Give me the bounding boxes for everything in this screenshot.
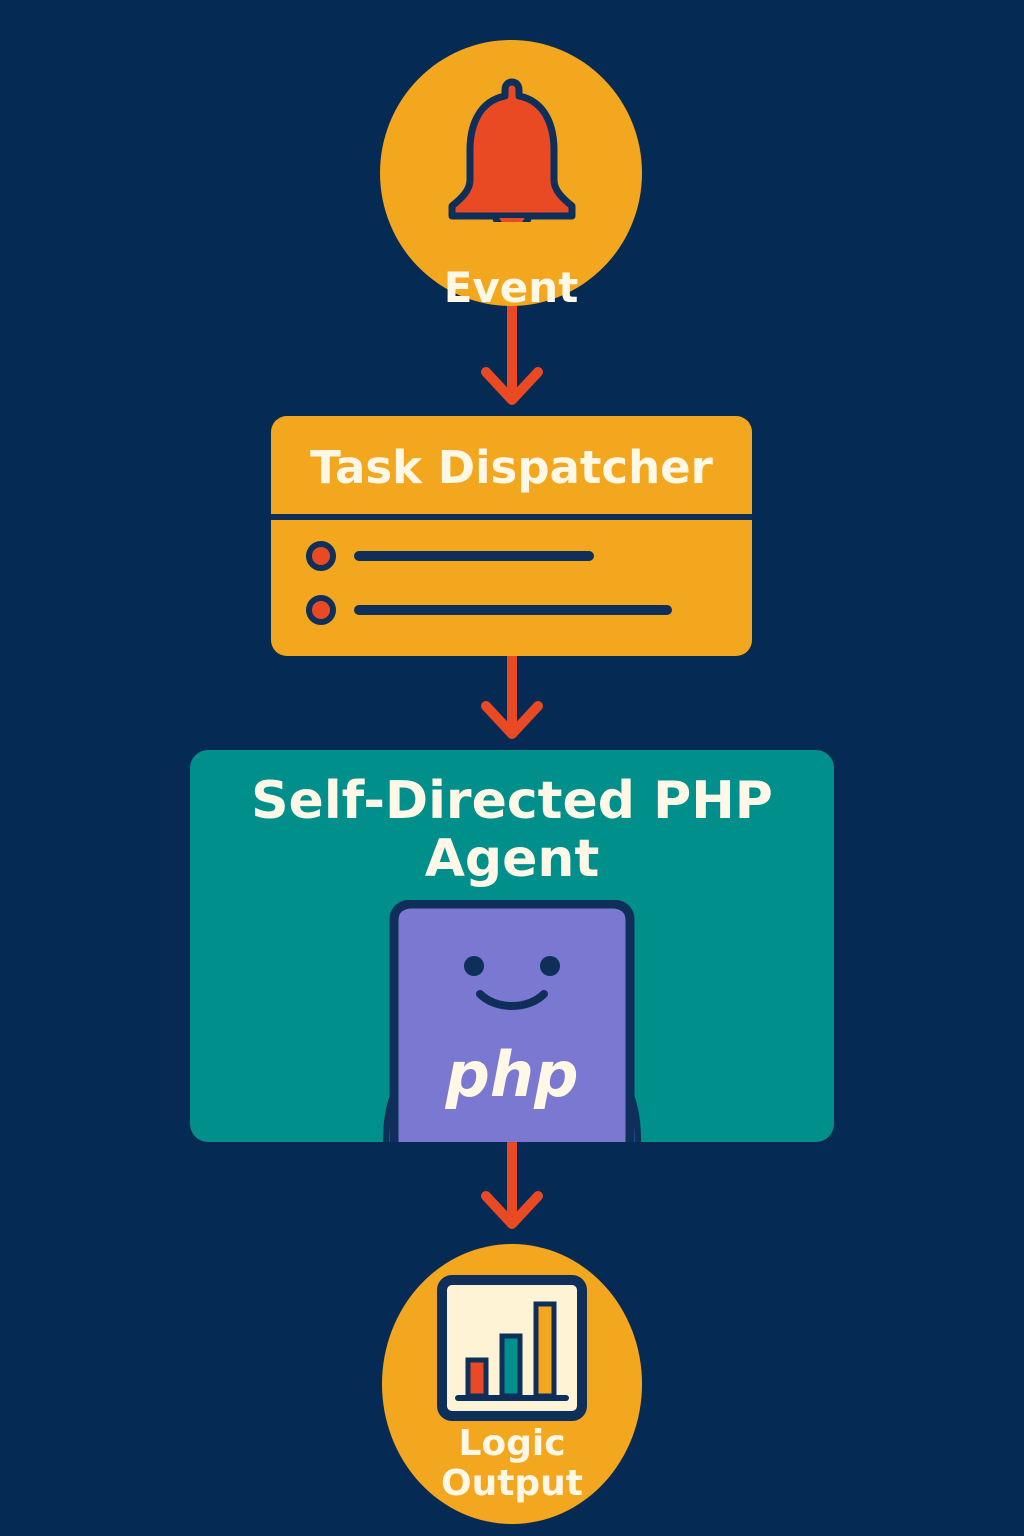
task-dispatcher-card: Task Dispatcher xyxy=(271,416,752,656)
event-node: Event xyxy=(380,40,642,312)
event-label: Event xyxy=(443,263,579,312)
bell-icon xyxy=(448,78,576,222)
bar-chart-icon xyxy=(437,1275,587,1421)
php-agent-mascot-icon: php xyxy=(383,900,641,1142)
task-dispatcher-title: Task Dispatcher xyxy=(310,441,713,494)
arrow-dispatcher-to-agent xyxy=(481,651,543,739)
logic-output-label-line2: Output xyxy=(440,1463,584,1504)
arrow-agent-to-output xyxy=(481,1137,543,1229)
php-badge: php xyxy=(445,1038,579,1111)
php-agent-title: Self-Directed PHP Agent xyxy=(190,772,834,888)
logic-output-label: Logic Output xyxy=(382,1424,642,1504)
php-agent-title-line2: Agent xyxy=(424,829,600,889)
php-agent-title-line1: Self-Directed PHP xyxy=(251,771,773,831)
list-item-icon xyxy=(306,541,594,571)
list-item-icon xyxy=(306,595,672,625)
logic-output-label-line1: Logic xyxy=(458,1423,566,1464)
arrow-event-to-dispatcher xyxy=(481,301,543,405)
dispatcher-divider xyxy=(271,514,752,520)
logic-output-node: Logic Output xyxy=(382,1244,642,1524)
php-agent-panel: Self-Directed PHP Agent php xyxy=(190,750,834,1142)
